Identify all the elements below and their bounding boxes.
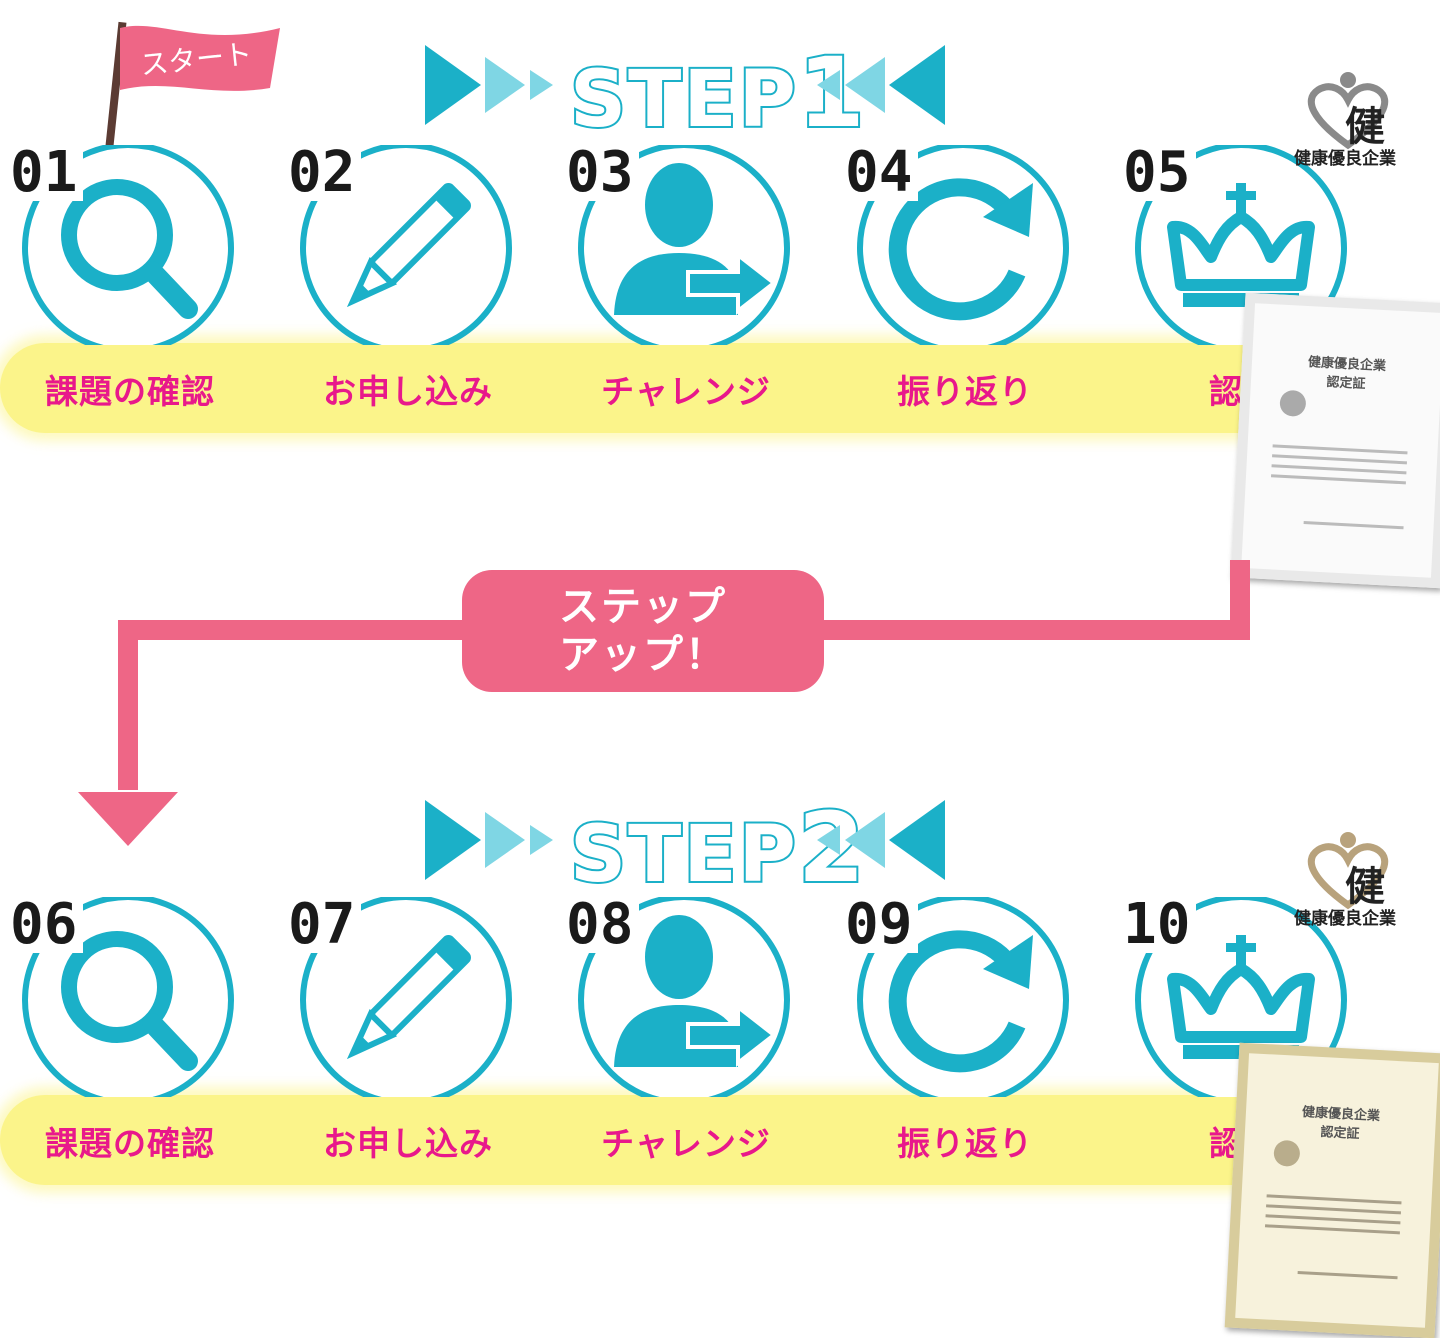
certificate-title: 健康優良企業 認定証 [1307, 355, 1387, 393]
step-label: 課題の確認 [45, 372, 215, 411]
step-label: 課題の確認 [45, 1124, 215, 1163]
step2-certificate: 健康優良企業 認定証 [1224, 1042, 1440, 1338]
step2-badge: 健 健康優良企業 [1275, 830, 1415, 950]
arrows-left-icon [425, 800, 553, 880]
step-number: 06 [10, 897, 84, 953]
step-label: 振り返り [897, 372, 1033, 411]
step-number: 05 [1123, 145, 1197, 201]
badge-caption: 健康優良企業 [1294, 909, 1396, 929]
step-up-badge: ステップ アップ！ [462, 570, 824, 692]
step1-item-3: 03 チャレンジ [566, 145, 806, 445]
badge-caption: 健康優良企業 [1294, 149, 1396, 169]
step-label: チャレンジ [601, 372, 771, 411]
certificate-line [1266, 1204, 1401, 1215]
step-number: 03 [566, 145, 640, 201]
certificate-seal-icon [1279, 389, 1307, 417]
arrows-left-icon [425, 45, 553, 125]
step1-item-2: 02 お申し込み [288, 145, 528, 445]
step1-title: STEP1 [568, 35, 867, 151]
step1-certificate: 健康優良企業 認定証 [1230, 292, 1440, 589]
step1-item-1: 01 課題の確認 [10, 145, 250, 445]
step-number: 02 [288, 145, 362, 201]
step2-item-1: 06 課題の確認 [10, 897, 250, 1197]
step-label: 振り返り [897, 1124, 1033, 1163]
step-label: お申し込み [323, 372, 493, 411]
step-up-line2: アップ！ [559, 632, 727, 678]
step2-item-4: 09 振り返り [845, 897, 1085, 1197]
step1-label-band [0, 343, 1330, 433]
arrows-right-icon [817, 45, 945, 125]
heart-logo-icon [1307, 832, 1389, 910]
step-number: 10 [1123, 897, 1197, 953]
badge-kanji: 健 [1345, 863, 1385, 910]
step2-item-3: 08 チャレンジ [566, 897, 806, 1197]
certificate-line [1272, 444, 1408, 455]
step-up-line1: ステップ [559, 584, 727, 630]
step1-word: STEP [568, 53, 798, 147]
step-number: 07 [288, 897, 362, 953]
step1-header: STEP1 [425, 35, 945, 151]
certificate-line [1264, 1224, 1400, 1235]
step-number: 04 [845, 145, 919, 201]
certificate-line [1271, 464, 1407, 475]
step-number: 09 [845, 897, 919, 953]
person-arrow-icon [578, 145, 790, 345]
start-flag-icon [105, 21, 280, 148]
certificate-line [1266, 1194, 1402, 1205]
certificate-line [1270, 474, 1406, 485]
step2-item-2: 07 お申し込み [288, 897, 528, 1197]
badge-kanji: 健 [1345, 103, 1385, 150]
step1-item-5: 05 認定 [1123, 145, 1363, 445]
step-label: お申し込み [323, 1124, 493, 1163]
step-number: 08 [566, 897, 640, 953]
certificate-line [1265, 1214, 1401, 1225]
heart-logo-icon [1307, 72, 1389, 150]
step2-label-band [0, 1095, 1330, 1185]
step-number: 01 [10, 145, 84, 201]
step1-badge: 健 健康優良企業 [1275, 70, 1415, 190]
step2-word: STEP [568, 808, 798, 902]
certificate-line [1303, 521, 1404, 530]
certificate-seal-icon [1273, 1139, 1301, 1167]
arrows-right-icon [817, 800, 945, 880]
step2-title: STEP2 [568, 790, 867, 906]
certificate-line [1297, 1271, 1398, 1280]
step-label: チャレンジ [601, 1124, 771, 1163]
certificate-line [1272, 454, 1407, 465]
certificate-title: 健康優良企業 認定証 [1301, 1105, 1381, 1143]
step1-item-4: 04 振り返り [845, 145, 1085, 445]
step2-header: STEP2 [425, 790, 945, 906]
